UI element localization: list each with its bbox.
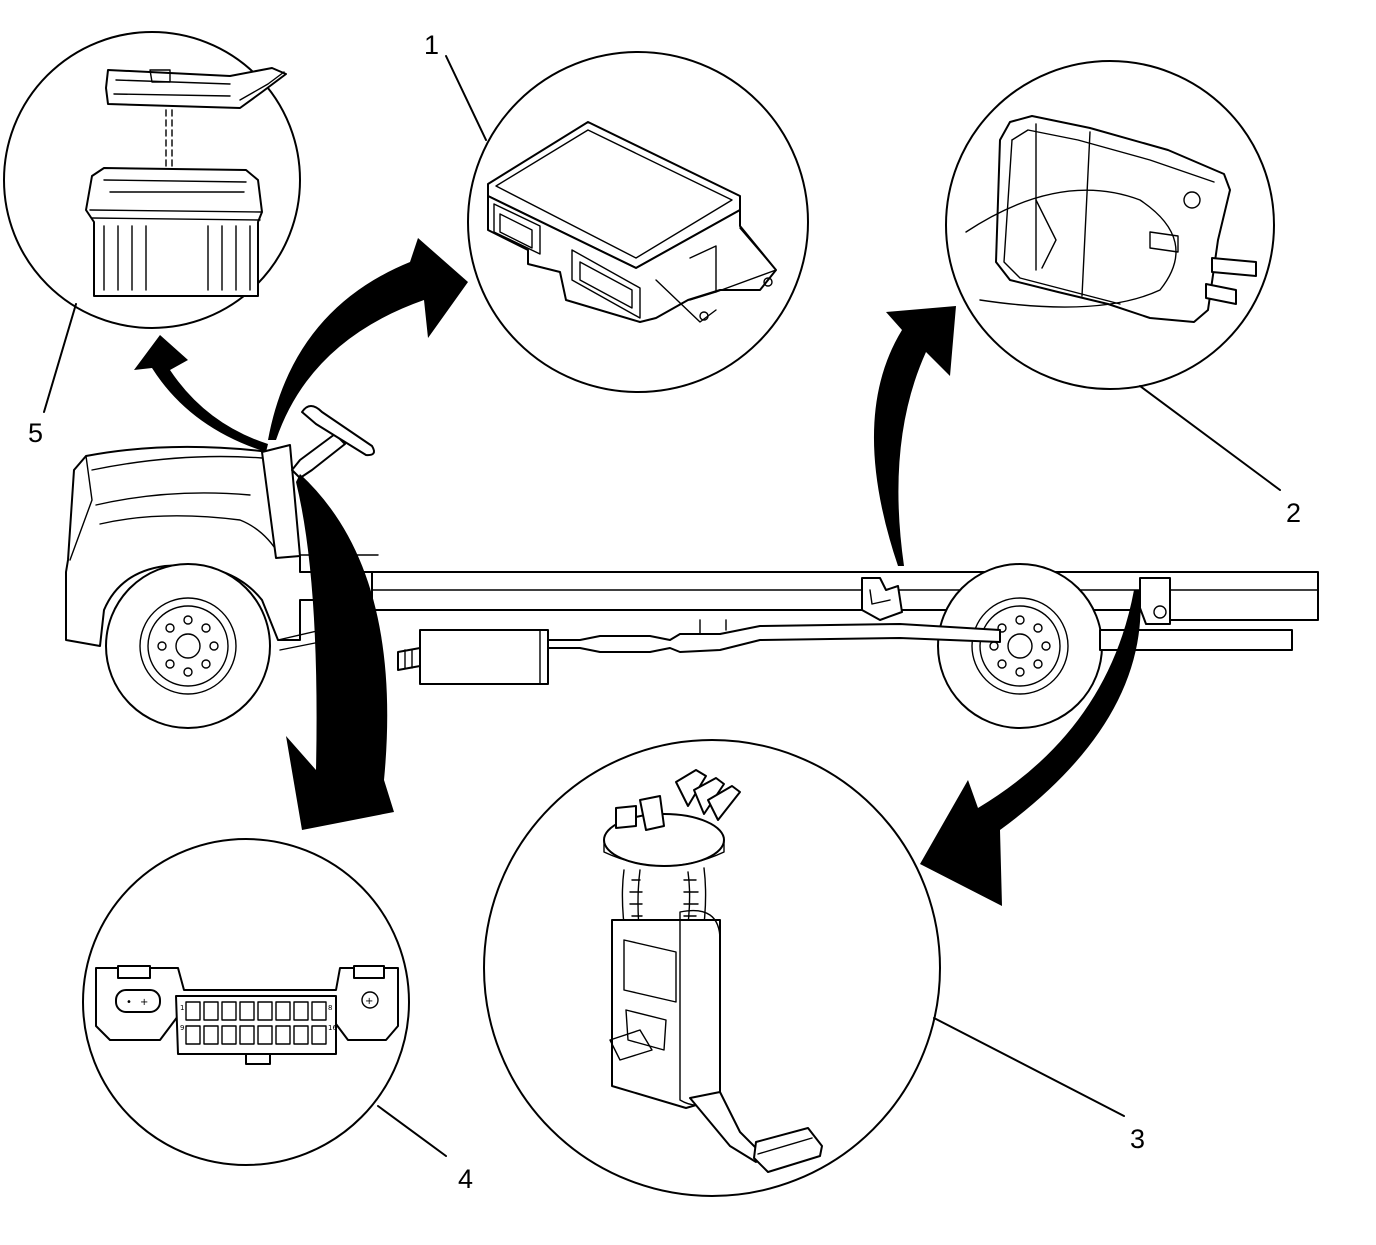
relay-box-icon	[3, 31, 301, 329]
arrow-to-control-module	[268, 238, 468, 440]
truck-chassis-icon	[65, 405, 1319, 729]
pin-1-label: 1	[180, 1004, 184, 1012]
arrow-to-canister	[873, 306, 956, 566]
callout-5: 5	[28, 418, 43, 448]
arrow-to-relay-box	[134, 335, 268, 452]
svg-text:+: +	[140, 997, 148, 1008]
control-module-icon	[467, 51, 809, 393]
callout-4: 4	[458, 1164, 473, 1194]
callout-3: 3	[1130, 1124, 1145, 1154]
fuel-pump-module-icon	[483, 739, 941, 1197]
svg-text:+: +	[365, 996, 373, 1007]
arrow-to-dlc	[286, 474, 394, 830]
evap-canister-icon	[945, 60, 1275, 390]
pin-9-label: 9	[180, 1024, 184, 1032]
pin-8-label: 8	[328, 1004, 332, 1012]
pin-16-label: 16	[328, 1024, 337, 1032]
dlc-connector-icon: • + + 1 8 9 16	[82, 838, 410, 1166]
arrow-to-fuel-pump	[920, 590, 1141, 906]
callout-2: 2	[1286, 498, 1301, 528]
svg-text:•: •	[126, 997, 132, 1008]
callout-1: 1	[424, 30, 439, 60]
